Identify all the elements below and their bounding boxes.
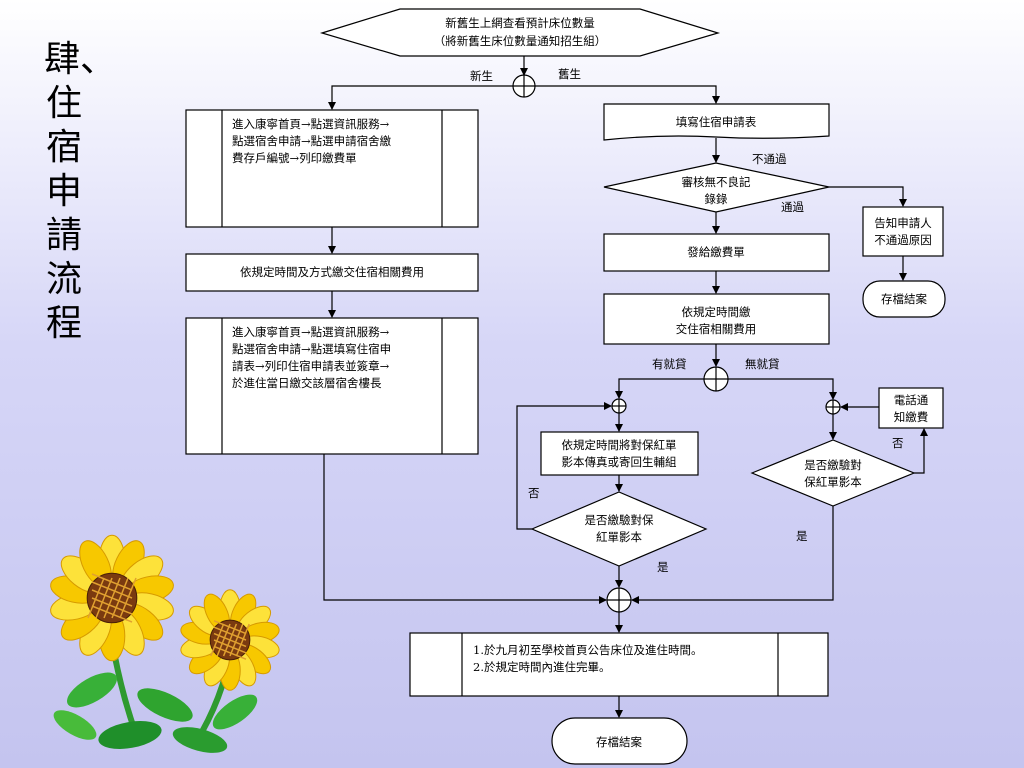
new-step2-box: [185, 253, 479, 292]
node-text: 存檔結案: [881, 292, 927, 306]
center-grid: [91, 581, 133, 599]
check-right-decision: [750, 439, 916, 507]
connectors: [323, 56, 928, 718]
node-text: 審核無不良記: [682, 175, 751, 189]
center-grid: [213, 645, 247, 660]
has-loan-label: 有就貸: [652, 357, 687, 371]
center-grid: [91, 605, 133, 623]
pass-label: 通過: [781, 200, 804, 214]
center-grid: [216, 623, 231, 657]
junction-loan: [703, 366, 729, 392]
center-grid: [111, 577, 129, 619]
pay-fee-box: [603, 293, 830, 345]
node-text: 請表→列印住宿申請表並簽章→: [232, 359, 390, 373]
branch-new-label: 新生: [470, 69, 493, 83]
no-loan-label: 無就貸: [745, 357, 780, 371]
yes-label-right: 是: [796, 529, 808, 543]
sunflower-large: [50, 534, 174, 662]
node-text: 是否繳驗對: [804, 458, 862, 472]
node-text: 保紅單影本: [804, 475, 862, 489]
junction-top: [512, 74, 536, 98]
node-text: 告知申請人: [874, 216, 932, 230]
yes-label-left: 是: [657, 560, 669, 574]
center-grid: [91, 573, 133, 591]
center-grid: [213, 620, 247, 635]
node-text: 電話通: [894, 393, 929, 407]
node-text: 知繳費: [894, 410, 929, 424]
new-step3-box: [185, 317, 479, 455]
node-text: 填寫住宿申請表: [676, 115, 757, 129]
node-text: 進入康寧首頁→點選資訊服務→: [232, 117, 390, 131]
archive-side-box: [862, 280, 946, 318]
branch-old-label: 舊生: [558, 67, 581, 81]
phone-box: [878, 387, 944, 429]
announce-box: [409, 632, 829, 697]
notify-box: [862, 206, 944, 257]
center-grid: [213, 626, 247, 641]
center-grid: [95, 577, 113, 619]
center-grid: [229, 623, 244, 657]
no-label-left: 否: [528, 486, 540, 500]
start-node: [319, 8, 721, 57]
node-text: 紅單影本: [596, 530, 642, 544]
center-grid: [91, 597, 133, 615]
node-text: 發給繳費單: [687, 245, 745, 259]
start-text: 新舊生上網查看預計床位數量: [445, 16, 595, 30]
node-text: 費存戶編號→列印繳費單: [232, 151, 357, 165]
node-text: 依規定時間及方式繳交住宿相關費用: [240, 265, 424, 279]
archive-end-box: [551, 717, 688, 765]
node-text: 1.於九月初至學校首頁公告床位及進住時間。: [473, 643, 702, 657]
node-text: 進入康寧首頁→點選資訊服務→: [232, 325, 390, 339]
center-grid: [119, 577, 137, 619]
junction-left: [611, 398, 627, 414]
junction-right: [825, 399, 841, 415]
node-text: 是否繳驗對保: [585, 513, 654, 527]
node-text: 不通過原因: [874, 233, 932, 247]
node-text: （將新舊生床位數量通知招生組）: [434, 34, 607, 48]
center-grid: [235, 623, 250, 657]
node-text: 影本傳真或寄回生輔組: [562, 455, 677, 469]
node-text: 依規定時間繳: [682, 305, 751, 319]
junction-bottom: [606, 587, 632, 613]
node-text: 交住宿相關費用: [676, 322, 757, 336]
node-text: 依規定時間將對保紅單: [562, 438, 677, 452]
center-grid: [210, 623, 225, 657]
sunflower-small: [180, 589, 280, 691]
fail-label: 不通過: [752, 152, 787, 166]
node-text: 於進住當日繳交該層宿舍樓長: [232, 376, 382, 390]
no-label-right: 否: [892, 436, 904, 450]
node-text: 2.於規定時間內進住完畢。: [473, 660, 610, 674]
old-step1-box: [603, 103, 830, 141]
node-text: 點選宿舍申請→點選申請宿舍繳: [232, 134, 392, 148]
node-text: 錄錄: [705, 192, 728, 206]
center-grid: [213, 639, 247, 654]
node-text: 存檔結案: [596, 735, 642, 749]
node-text: 點選宿舍申請→點選填寫住宿申: [232, 342, 391, 356]
center-grid: [87, 577, 105, 619]
new-step1-box: [185, 109, 479, 228]
check-left-decision: [530, 491, 708, 567]
